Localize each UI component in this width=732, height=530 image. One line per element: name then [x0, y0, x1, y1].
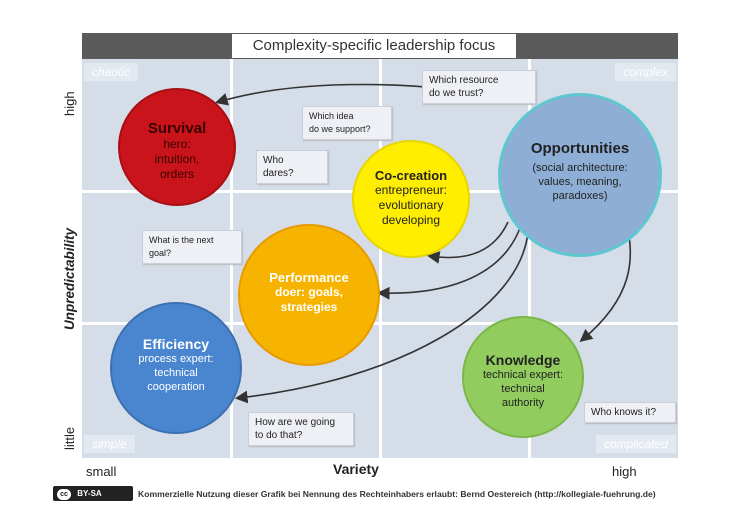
quadrant-label-chaotic: chaotic	[84, 63, 139, 81]
footer-attribution: Kommerzielle Nutzung dieser Grafik bei N…	[138, 489, 656, 499]
opportunities-circle: Opportunities (social architecture: valu…	[498, 93, 662, 257]
x-axis-label: Variety	[333, 461, 379, 477]
efficiency-text: process expert: technical cooperation	[138, 353, 214, 393]
callout-goal: What is the next goal?	[142, 230, 242, 264]
survival-text: hero: intuition, orders	[154, 137, 200, 181]
quadrant-label-simple: simple	[84, 435, 135, 453]
knowledge-text: technical expert: technical authority	[482, 369, 564, 409]
efficiency-title: Efficiency	[142, 336, 210, 352]
survival-circle: Survival hero: intuition, orders	[118, 88, 236, 206]
quadrant-label-complicated: complicated	[595, 435, 676, 453]
grid-line	[528, 59, 531, 458]
arrow-to-performance	[376, 227, 521, 300]
diagram-title: Complexity-specific leadership focus	[232, 34, 516, 58]
license-text: BY-SA	[77, 489, 102, 498]
survival-title: Survival	[147, 120, 207, 137]
callout-idea: Which idea do we support?	[302, 106, 392, 140]
opportunities-title: Opportunities	[530, 140, 630, 157]
efficiency-circle: Efficiency process expert: technical coo…	[110, 302, 242, 434]
arrow-to-cocreation	[426, 221, 509, 264]
callout-knows: Who knows it?	[584, 402, 676, 423]
cc-license-badge: cc BY-SA	[53, 486, 133, 501]
cocreation-text: entrepreneur: evolutionary developing	[374, 183, 448, 227]
cocreation-circle: Co-creation entrepreneur: evolutionary d…	[352, 140, 470, 258]
arrow-to-efficiency	[234, 231, 529, 404]
opportunities-text: (social architecture: values, meaning, p…	[532, 162, 628, 202]
knowledge-title: Knowledge	[485, 352, 561, 368]
performance-title: Performance	[269, 270, 349, 285]
quadrant-label-complex: complex	[615, 63, 676, 81]
x-axis-low: small	[86, 464, 117, 479]
grid-line	[379, 59, 382, 458]
callout-dares: Who dares?	[256, 150, 328, 184]
performance-text: doer: goals, strategies	[274, 285, 343, 314]
performance-circle: Performance doer: goals, strategies	[238, 224, 380, 366]
cc-icon: cc	[57, 489, 71, 500]
knowledge-circle: Knowledge technical expert: technical au…	[462, 316, 584, 438]
grid-line	[82, 322, 678, 325]
callout-resource: Which resource do we trust?	[422, 70, 536, 104]
x-axis-high: high	[612, 464, 637, 479]
callout-going: How are we going to do that?	[248, 412, 354, 446]
cocreation-title: Co-creation	[374, 168, 448, 183]
